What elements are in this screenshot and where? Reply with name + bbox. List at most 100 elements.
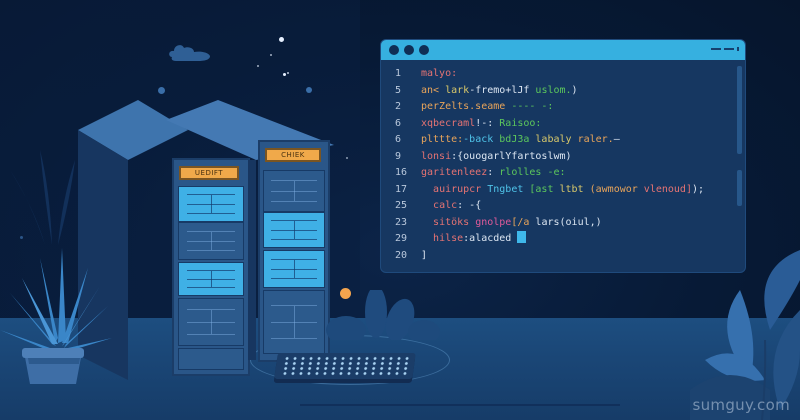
- code-token: -back: [463, 134, 500, 145]
- line-number: 2: [395, 101, 402, 112]
- code-token: vlenoud]: [643, 183, 692, 195]
- code-token: [ast: [529, 183, 560, 195]
- drive-bay[interactable]: [178, 298, 244, 346]
- line-number: 16: [395, 167, 408, 178]
- code-token: bdJ3a: [499, 134, 536, 145]
- drive-bay[interactable]: [178, 348, 244, 370]
- drive-bay[interactable]: [263, 170, 325, 212]
- star: [283, 73, 286, 76]
- code-token: gnolpe: [475, 216, 512, 228]
- watermark: sumguy.com: [692, 396, 790, 414]
- code-token: labaly: [535, 134, 578, 145]
- window-titlebar[interactable]: [381, 40, 745, 60]
- code-token: ---- -:: [511, 101, 554, 112]
- line-number: 23: [395, 216, 408, 228]
- code-token: );: [691, 183, 705, 195]
- code-line[interactable]: 1 malyo:: [395, 66, 733, 83]
- line-number: 20: [395, 249, 408, 261]
- line-number: 5: [395, 84, 402, 96]
- code-token: Raisoo:: [499, 117, 542, 129]
- dot: [158, 87, 165, 94]
- code-token: xqbecraml: [421, 117, 476, 129]
- code-token: calc: [433, 200, 458, 211]
- code-token: :: [487, 167, 500, 178]
- background-leaves: [326, 290, 440, 340]
- line-number: 6: [395, 117, 402, 129]
- code-token: raler.: [577, 134, 614, 145]
- orange-orb: [340, 288, 351, 299]
- scrollbar[interactable]: [737, 66, 742, 266]
- floor-line: [300, 404, 620, 406]
- code-token: garitenleez: [421, 167, 488, 178]
- code-line[interactable]: 25 calc: -{: [395, 198, 733, 215]
- code-token: lark: [445, 84, 470, 96]
- cloud-icon: [169, 45, 210, 61]
- drive-bay[interactable]: [263, 250, 325, 288]
- keyboard[interactable]: [274, 353, 416, 379]
- code-line[interactable]: 5 an< lark-fremo+lJf uslom.): [395, 83, 733, 100]
- line-number: 1: [395, 68, 402, 79]
- code-token: plttte:: [421, 134, 464, 145]
- server-left-body: [78, 100, 188, 380]
- code-token: perZelts.seame: [421, 101, 512, 112]
- code-token: :alacded: [463, 233, 512, 244]
- drive-bay[interactable]: [178, 262, 244, 296]
- star: [270, 54, 272, 56]
- code-line[interactable]: 6 plttte:-back bdJ3a labaly raler.—: [395, 132, 733, 149]
- code-token: ): [571, 84, 578, 96]
- dot: [306, 87, 312, 93]
- server-label: CHIEK: [265, 148, 321, 162]
- maximize-button[interactable]: [419, 45, 429, 55]
- line-number: 6: [395, 134, 402, 145]
- close-button[interactable]: [389, 45, 399, 55]
- potted-plant-left: [0, 248, 112, 384]
- code-line[interactable]: 2 perZelts.seame ---- -:: [395, 99, 733, 116]
- scrollbar-segment[interactable]: [737, 170, 742, 206]
- drive-bay[interactable]: [178, 186, 244, 222]
- code-token: sitöks: [433, 216, 476, 228]
- code-token: an<: [421, 84, 446, 96]
- code-line[interactable]: 17 auirupcr Tngbet [ast ltbt (awmowor vl…: [395, 182, 733, 199]
- code-token: [/a: [511, 216, 536, 228]
- background-plant-shadow: [10, 150, 75, 245]
- drive-bay[interactable]: [263, 212, 325, 248]
- code-line[interactable]: 20]: [395, 248, 733, 265]
- code-token: ]: [421, 249, 428, 261]
- drive-bay[interactable]: [178, 222, 244, 260]
- server-label: UEDIFT: [179, 166, 239, 180]
- code-token: ltbt: [559, 183, 590, 195]
- line-number: 29: [395, 233, 408, 244]
- dot: [20, 236, 23, 239]
- code-line[interactable]: 6 xqbecraml!-: Raisoo:: [395, 116, 733, 133]
- code-token: :{ouogarlYfartoslwm): [451, 150, 572, 162]
- code-token: !-:: [475, 117, 500, 129]
- code-line[interactable]: 29 hilse:alacded: [395, 231, 733, 248]
- line-number: 17: [395, 183, 408, 195]
- code-token: uslom.: [535, 84, 572, 96]
- code-line[interactable]: 23 sitöks gnolpe[/a lars(oiul,): [395, 215, 733, 232]
- code-line[interactable]: 9 lonsi:{ouogarlYfartoslwm): [395, 149, 733, 166]
- text-cursor: [517, 231, 527, 243]
- code-token: (awmowor: [589, 183, 644, 195]
- line-number: 25: [395, 200, 408, 211]
- star: [287, 72, 289, 74]
- code-token: malyo:: [421, 68, 458, 79]
- minimize-button[interactable]: [404, 45, 414, 55]
- scrollbar-thumb[interactable]: [737, 66, 742, 154]
- code-token: -fremo+lJf: [469, 84, 536, 96]
- code-token: hilse: [433, 233, 464, 244]
- drive-bay[interactable]: [263, 290, 325, 354]
- code-token: auirupcr: [433, 183, 488, 195]
- plant-right: [690, 250, 800, 420]
- code-token: lars(oiul,): [535, 216, 602, 228]
- code-area[interactable]: 1 malyo: 5 an< lark-fremo+lJf uslom.) 2 perZe…: [381, 66, 733, 272]
- code-line[interactable]: 16 garitenleez: rlolles -e:: [395, 165, 733, 182]
- code-token: rlolles -e:: [499, 167, 566, 178]
- line-number: 9: [395, 150, 402, 162]
- code-token: Tngbet: [487, 183, 530, 195]
- star: [279, 37, 284, 42]
- code-token: : -{: [457, 200, 482, 211]
- code-token: —: [613, 134, 620, 145]
- star: [346, 157, 348, 159]
- code-token: lonsi: [421, 150, 452, 162]
